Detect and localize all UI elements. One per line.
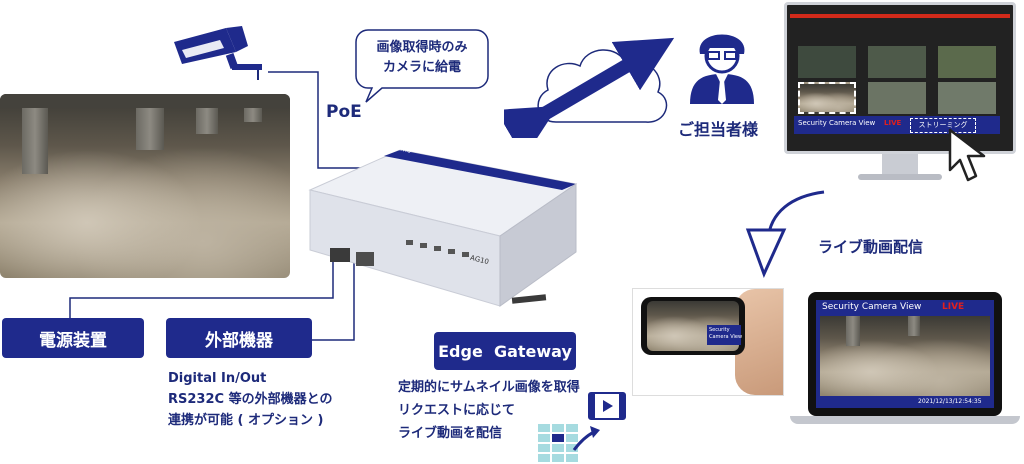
bubble-line-1: 画像取得時のみ bbox=[376, 40, 468, 55]
power-note-bubble: 画像取得時のみ カメラに給電 bbox=[352, 26, 492, 103]
river-photo bbox=[0, 94, 290, 278]
edge-gateway-device bbox=[308, 149, 578, 307]
desktop-monitor: Security Camera View LIVE ストリーミング bbox=[784, 2, 1016, 188]
external-line bbox=[312, 262, 355, 341]
video-play-icon bbox=[588, 392, 626, 420]
person-label: ご担当者様 bbox=[678, 120, 759, 139]
poe-line bbox=[268, 71, 370, 169]
phone-caption-line-2: Camera View bbox=[709, 334, 743, 340]
edge-desc-line-2: リクエストに応じて bbox=[398, 403, 516, 418]
phone-photo: Security Camera View bbox=[632, 288, 784, 396]
cursor-icon bbox=[948, 128, 986, 182]
monitor-caption: Security Camera View bbox=[798, 119, 876, 127]
external-description: Digital In/Out RS232C 等の外部機器との 連携が可能 ( オ… bbox=[168, 368, 332, 431]
edge-desc-line-1: 定期的にサムネイル画像を取得 bbox=[398, 380, 580, 395]
power-line bbox=[69, 262, 334, 318]
live-delivery-arrow bbox=[745, 190, 825, 278]
person-icon bbox=[690, 34, 754, 104]
laptop-live: LIVE bbox=[942, 302, 965, 312]
external-desc-line-2: RS232C 等の外部機器との bbox=[168, 392, 333, 407]
edge-description: 定期的にサムネイル画像を取得 リクエストに応じて ライブ動画を配信 bbox=[398, 376, 580, 445]
edge-desc-line-3: ライブ動画を配信 bbox=[398, 426, 503, 441]
security-camera-icon bbox=[174, 26, 262, 70]
external-desc-line-1: Digital In/Out bbox=[168, 371, 267, 386]
laptop-caption: Security Camera View bbox=[822, 302, 922, 312]
lte-arrow bbox=[504, 37, 675, 138]
laptop: Security Camera View LIVE 2021/12/13/12:… bbox=[790, 292, 1020, 426]
poe-label: PoE bbox=[326, 102, 362, 122]
power-box: 電源装置 bbox=[2, 318, 144, 358]
live-delivery-label: ライブ動画配信 bbox=[818, 238, 924, 256]
laptop-timestamp: 2021/12/13/12:54:35 bbox=[918, 398, 982, 405]
bubble-line-2: カメラに給電 bbox=[382, 60, 461, 75]
thumbnail-grid-icon bbox=[538, 424, 600, 462]
external-desc-line-3: 連携が可能 ( オプション ) bbox=[168, 413, 324, 428]
stream-button[interactable]: ストリーミング bbox=[910, 118, 976, 133]
external-box: 外部機器 bbox=[166, 318, 312, 358]
edge-gateway-box: Edge Gateway bbox=[434, 332, 576, 370]
phone-caption-line-1: Security bbox=[709, 327, 730, 333]
monitor-live: LIVE bbox=[884, 119, 902, 127]
